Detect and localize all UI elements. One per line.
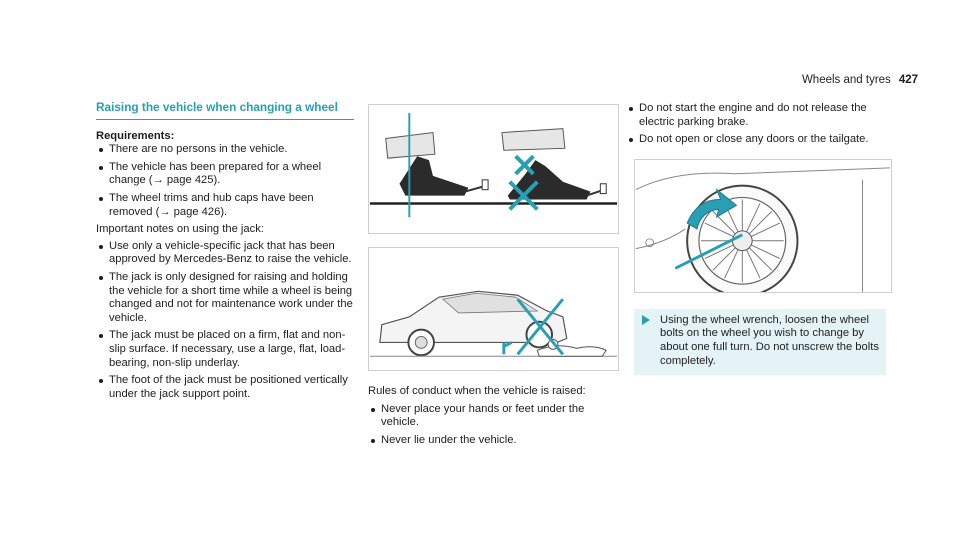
wheel-wrench-illustration bbox=[634, 158, 892, 293]
list-item: Use only a vehicle-specific jack that ha… bbox=[96, 240, 354, 267]
car-raised-diagram bbox=[370, 290, 617, 357]
list-item: Do not open or close any doors or the ta… bbox=[626, 133, 886, 147]
section-name: Wheels and tyres bbox=[801, 74, 891, 86]
middle-column: Rules of conduct when the vehicle is rai… bbox=[368, 104, 619, 451]
prohibited-cross-icon bbox=[516, 298, 565, 356]
notes-intro: Important notes on using the jack: bbox=[96, 223, 264, 236]
list-item: The foot of the jack must be positioned … bbox=[96, 374, 354, 401]
rotation-arrow-icon bbox=[686, 187, 738, 230]
requirements-list: There are no persons in the vehicle. The… bbox=[96, 143, 354, 219]
wheel-diagram bbox=[635, 167, 891, 292]
safety-list: Do not start the engine and do not relea… bbox=[626, 102, 886, 147]
section-title: Raising the vehicle when changing a whee… bbox=[96, 100, 354, 120]
requirements-title: Requirements: bbox=[96, 129, 175, 142]
list-item: There are no persons in the vehicle. bbox=[96, 143, 354, 157]
no-body-under-vehicle-illustration bbox=[368, 247, 619, 371]
jack-position-illustration bbox=[368, 104, 619, 234]
list-item: Never place your hands or feet under the… bbox=[368, 403, 619, 430]
checkmark-icon bbox=[502, 341, 513, 355]
list-item: Never lie under the vehicle. bbox=[368, 434, 619, 448]
notes-list: Use only a vehicle-specific jack that ha… bbox=[96, 240, 354, 402]
list-item: Do not start the engine and do not relea… bbox=[626, 102, 886, 129]
right-column: Do not start the engine and do not relea… bbox=[626, 102, 892, 376]
arrow-right-icon bbox=[642, 314, 650, 325]
jack-diagram bbox=[369, 112, 618, 218]
list-item: The vehicle has been prepared for a whee… bbox=[96, 161, 354, 188]
list-item: The jack is only designed for raising an… bbox=[96, 271, 354, 325]
instruction-text: Using the wheel wrench, loosen the wheel… bbox=[660, 313, 879, 367]
prohibited-cross-icon bbox=[508, 154, 539, 211]
list-item: The jack must be placed on a firm, flat … bbox=[96, 329, 354, 370]
rules-list: Never place your hands or feet under the… bbox=[368, 403, 619, 448]
instruction-step: Using the wheel wrench, loosen the wheel… bbox=[634, 308, 886, 376]
left-column: Raising the vehicle when changing a whee… bbox=[96, 100, 354, 405]
page-number: 427 bbox=[898, 74, 918, 86]
list-item: The wheel trims and hub caps have been r… bbox=[96, 192, 354, 219]
rules-intro: Rules of conduct when the vehicle is rai… bbox=[368, 385, 586, 397]
page-header: Wheels and tyres 427 bbox=[802, 74, 918, 86]
